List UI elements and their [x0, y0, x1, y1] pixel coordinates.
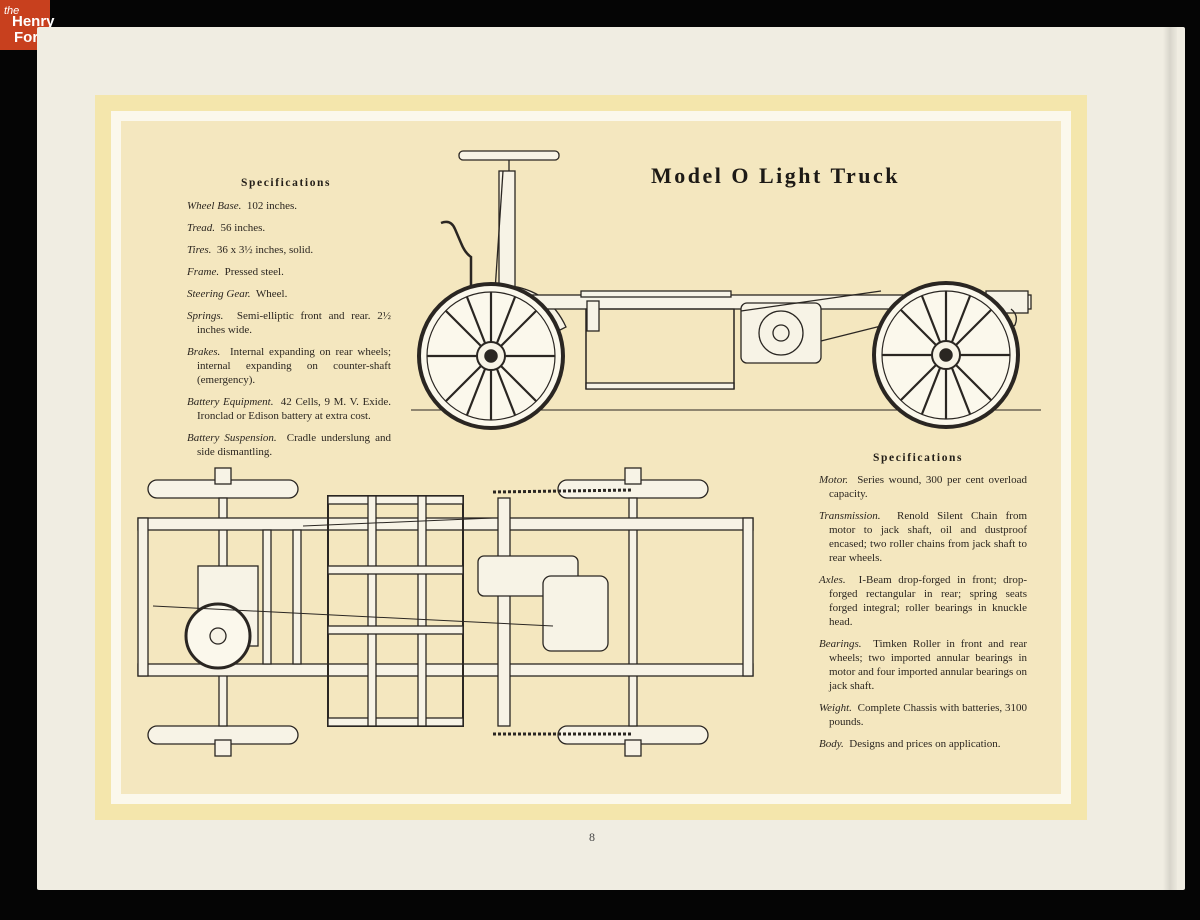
spec-item: Motor. Series wound, 300 per cent overlo… — [819, 473, 1027, 501]
spec-value: Cradle underslung and side dismantling. — [197, 432, 391, 458]
spec-value: 102 inches. — [246, 200, 297, 212]
left-specs-heading: Specifications — [241, 177, 332, 189]
spec-key: Steering Gear. — [187, 288, 251, 300]
spec-value: Designs and prices on application. — [849, 738, 1001, 750]
spec-key: Brakes. — [187, 346, 221, 358]
spec-item: Springs. Semi-elliptic front and rear. 2… — [187, 309, 391, 337]
catalog-page: Model O Light Truck Specifications Wheel… — [37, 27, 1185, 890]
spec-key: Battery Suspension. — [187, 432, 277, 444]
spec-item: Axles. I-Beam drop-forged in front; drop… — [819, 573, 1027, 629]
spec-value: I-Beam drop-forged in front; drop-forged… — [829, 574, 1027, 628]
spec-item: Tread. 56 inches. — [187, 221, 391, 235]
inner-border: Model O Light Truck Specifications Wheel… — [111, 111, 1071, 804]
spec-item: Steering Gear. Wheel. — [187, 287, 391, 301]
logo-text-henry: Henry — [12, 13, 55, 30]
spec-value: Series wound, 300 per cent overload capa… — [829, 474, 1027, 500]
spec-value: Timken Roller in front and rear wheels; … — [829, 638, 1027, 692]
page-title: Model O Light Truck — [651, 163, 900, 188]
jack-shaft — [497, 497, 511, 727]
spec-value: 36 x 3½ inches, solid. — [216, 244, 314, 256]
spec-item: Brakes. Internal expanding on rear wheel… — [187, 345, 391, 387]
spec-key: Motor. — [819, 474, 849, 486]
spec-item: Frame. Pressed steel. — [187, 265, 391, 279]
spec-key: Bearings. — [819, 638, 862, 650]
spec-key: Transmission. — [819, 510, 881, 522]
right-specs-list: Motor. Series wound, 300 per cent overlo… — [819, 473, 1027, 759]
spec-value: Complete Chassis with batteries, 3100 po… — [829, 702, 1028, 728]
rear-wheel-side — [872, 281, 1020, 429]
spec-item: Body. Designs and prices on application. — [819, 737, 1027, 751]
content-panel: Model O Light Truck Specifications Wheel… — [121, 121, 1061, 794]
front-wheel-side — [417, 282, 565, 430]
spec-key: Tread. — [187, 222, 216, 234]
side-elevation-drawing — [411, 150, 1041, 430]
logo-text-the: the — [4, 5, 20, 17]
control-lever — [440, 220, 473, 307]
spec-item: Weight. Complete Chassis with batteries,… — [819, 701, 1027, 729]
left-specs-list: Wheel Base. 102 inches. Tread. 56 inches.… — [187, 199, 391, 467]
spec-key: Springs. — [187, 310, 224, 322]
spec-key: Tires. — [187, 244, 212, 256]
outer-frame: Model O Light Truck Specifications Wheel… — [95, 95, 1087, 820]
spec-value: 56 inches. — [220, 222, 266, 234]
spec-item: Wheel Base. 102 inches. — [187, 199, 391, 213]
spec-value: 42 Cells, 9 M. V. Exide. Ironclad or Edi… — [197, 396, 391, 422]
spec-key: Weight. — [819, 702, 852, 714]
spec-key: Axles. — [819, 574, 846, 586]
spec-item: Transmission. Renold Silent Chain from m… — [819, 509, 1027, 565]
steering-wheel — [458, 150, 560, 161]
spec-value: Renold Silent Chain from motor to jack s… — [829, 510, 1027, 564]
spec-item: Tires. 36 x 3½ inches, solid. — [187, 243, 391, 257]
page-crease — [1163, 27, 1177, 890]
spec-key: Wheel Base. — [187, 200, 242, 212]
spec-value: Internal expanding on rear wheels; inter… — [197, 346, 392, 386]
spec-key: Frame. — [187, 266, 220, 278]
battery-cradle — [585, 308, 735, 390]
plan-view-drawing — [137, 467, 754, 757]
spec-item: Battery Equipment. 42 Cells, 9 M. V. Exi… — [187, 395, 391, 423]
spec-value: Semi-elliptic front and rear. 2½ inches … — [197, 310, 391, 336]
right-specs-heading: Specifications — [873, 452, 964, 464]
spec-item: Battery Suspension. Cradle underslung an… — [187, 431, 391, 459]
spec-key: Battery Equipment. — [187, 396, 274, 408]
page-number: 8 — [589, 830, 595, 844]
spec-value: Wheel. — [255, 288, 288, 300]
spec-value: Pressed steel. — [224, 266, 284, 278]
henry-ford-logo: the Henry Ford — [0, 0, 55, 50]
spec-item: Bearings. Timken Roller in front and rea… — [819, 637, 1027, 693]
spec-key: Body. — [819, 738, 844, 750]
rear-axle — [628, 497, 638, 727]
